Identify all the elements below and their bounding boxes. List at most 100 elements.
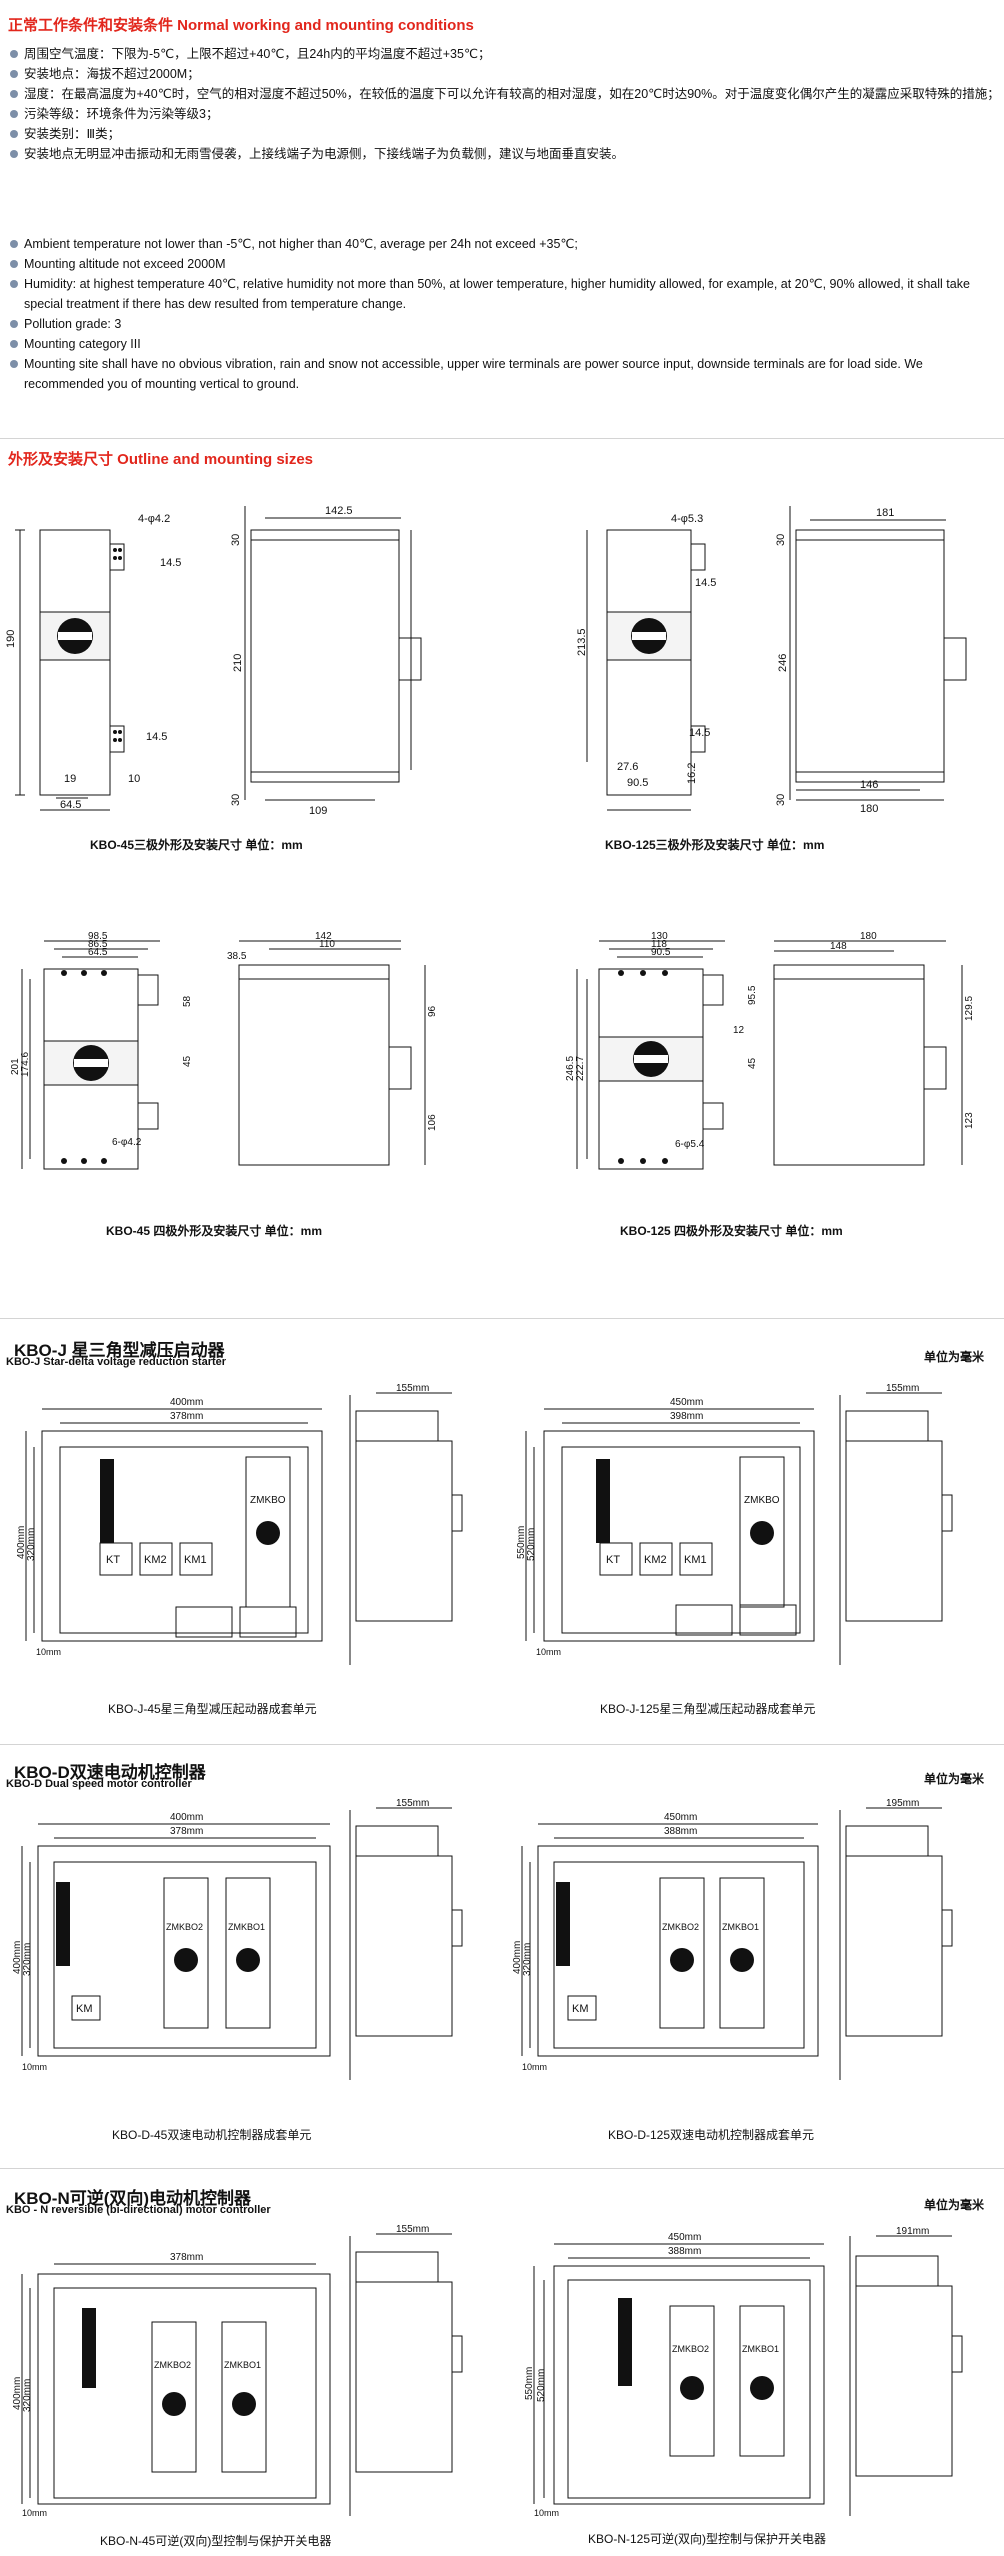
kbo125-4p-side-drawing: 180 148 129.5 123: [773, 931, 975, 1166]
dim-label: 201: [10, 1058, 21, 1075]
contactor-label: KM2: [144, 1554, 167, 1566]
dim-label: 30: [230, 794, 242, 806]
dim-label: 246: [777, 654, 789, 672]
dim-label: 109: [309, 805, 327, 817]
dim-label: 30: [775, 794, 787, 806]
brand-label: ZMKBO1: [742, 2344, 779, 2354]
dim-label: 378mm: [170, 2252, 203, 2263]
contactor-label: KT: [106, 1554, 120, 1566]
dim-label: 378mm: [170, 1411, 203, 1422]
divider: [0, 1318, 1004, 1319]
dim-label: 64.5: [88, 947, 108, 958]
bullet-icon: [10, 50, 18, 58]
dim-label: 195mm: [886, 1798, 919, 1809]
kbod-45-caption: KBO-D-45双速电动机控制器成套单元: [112, 2128, 312, 2142]
contactor-label: KM1: [684, 1554, 707, 1566]
list-item: 安装地点无明显冲击振动和无雨雪侵袭，上接线端子为电源侧，下接线端子为负载侧，建议…: [10, 144, 1000, 164]
dim-label: 520mm: [536, 2369, 547, 2402]
contactor-label: KT: [606, 1554, 620, 1566]
list-item: 安装地点：海拔不超过2000M；: [10, 64, 1000, 84]
kboj-125-panel-drawing: 450mm 398mm 550mm 520mm 10mm 155mm KT KM…: [516, 1383, 953, 1665]
dim-label: 45: [747, 1057, 758, 1069]
kbon-45-panel-drawing: 378mm 400mm 320mm 10mm 155mm ZMKBO2 ZMKB…: [12, 2224, 463, 2518]
dim-label: 14.5: [146, 731, 167, 743]
contactor-label: KM: [572, 2003, 589, 2015]
dim-label: 10: [128, 773, 140, 785]
list-item: Mounting category III: [10, 334, 1000, 354]
list-item: Humidity: at highest temperature 40℃, re…: [10, 274, 1000, 314]
kbod-subtitle: KBO-D Dual speed motor controller: [6, 1778, 192, 1790]
list-item: Pollution grade: 3: [10, 314, 1000, 334]
kboj-subtitle: KBO-J Star-delta voltage reduction start…: [6, 1356, 227, 1368]
bullet-icon: [10, 70, 18, 78]
dim-label: 10mm: [22, 2062, 47, 2072]
kbo45-4p-caption: KBO-45 四极外形及安装尺寸 单位：mm: [106, 1224, 323, 1238]
bullet-icon: [10, 340, 18, 348]
dim-label: 45: [182, 1055, 193, 1067]
kboj-125-caption: KBO-J-125星三角型减压起动器成套单元: [600, 1702, 816, 1716]
brand-label: ZMKBO1: [224, 2360, 261, 2370]
dim-label: 400mm: [16, 1526, 27, 1559]
dim-label: 12: [733, 1025, 745, 1036]
list-item: 湿度：在最高温度为+40℃时，空气的相对湿度不超过50%，在较低的温度下可以允许…: [10, 84, 1000, 104]
bullet-icon: [10, 360, 18, 368]
dim-label: 190: [5, 630, 17, 648]
dim-label: 246.5: [565, 1056, 576, 1081]
dim-label: 155mm: [886, 1383, 919, 1394]
dim-label: 148: [830, 941, 847, 952]
dim-label: 58: [182, 995, 193, 1007]
kbon-45-caption: KBO-N-45可逆(双向)型控制与保护开关电器: [100, 2534, 332, 2548]
dim-label: 98.5: [88, 931, 108, 942]
dim-label: 191mm: [896, 2226, 929, 2237]
dim-label: 30: [230, 534, 242, 546]
contactor-label: KM1: [184, 1554, 207, 1566]
dim-label: 181: [876, 507, 894, 519]
kboj-unit: 单位为毫米: [923, 1350, 984, 1364]
dim-label: 320mm: [26, 1528, 37, 1561]
kbod-title: KBO-D双速电动机控制器: [14, 1763, 206, 1782]
dim-label: 320mm: [22, 2379, 33, 2412]
kbod-unit: 单位为毫米: [923, 1772, 984, 1786]
dim-label: 142: [315, 931, 332, 942]
dim-label: 38.5: [227, 951, 247, 962]
dim-label: 388mm: [668, 2246, 701, 2257]
dim-label: 96: [427, 1005, 438, 1017]
kbo125-3p-front-drawing: 4-φ5.3 213.5 14.5 14.5 27.6 16.2 90.5: [576, 513, 716, 811]
brand-label: ZMKBO2: [672, 2344, 709, 2354]
brand-label: ZMKBO1: [228, 1922, 265, 1932]
dim-label: 30: [775, 534, 787, 546]
kbo45-3p-caption: KBO-45三极外形及安装尺寸 单位：mm: [90, 838, 303, 852]
kboj-45-panel-drawing: 400mm 378mm 400mm 320mm 10mm 155mm KT KM…: [16, 1383, 463, 1665]
brand-label: ZMKBO: [250, 1495, 286, 1506]
dim-label: 450mm: [670, 1397, 703, 1408]
dim-label: 90.5: [627, 777, 648, 789]
dim-label: 400mm: [170, 1397, 203, 1408]
kbo45-4p-front-drawing: 98.5 86.5 64.5 201 174.6 58 45 6-φ4.2: [10, 931, 193, 1170]
dim-label: 210: [232, 654, 244, 672]
dim-label: 180: [860, 803, 878, 815]
kbo45-3p-front-drawing: 4-φ4.2 190 14.5 14.5 19 10 64.5: [5, 513, 181, 811]
dim-label: 320mm: [522, 1943, 533, 1976]
bullet-icon: [10, 90, 18, 98]
kboj-45-caption: KBO-J-45星三角型减压起动器成套单元: [108, 1702, 317, 1716]
dim-label: 450mm: [664, 1812, 697, 1823]
list-item: 周围空气温度：下限为-5℃，上限不超过+40℃，且24h内的平均温度不超过+35…: [10, 44, 1000, 64]
kbo125-3p-side-drawing: 30 181 246 30 146 180: [775, 506, 967, 815]
working-conditions-title: 正常工作条件和安装条件 Normal working and mounting …: [8, 17, 474, 34]
brand-label: ZMKBO1: [722, 1922, 759, 1932]
dim-label: 155mm: [396, 1383, 429, 1394]
list-item: Mounting altitude not exceed 2000M: [10, 254, 1000, 274]
bullet-icon: [10, 110, 18, 118]
dim-label: 400mm: [512, 1941, 523, 1974]
dim-label: 130: [651, 931, 668, 942]
working-conditions-cn-list: 周围空气温度：下限为-5℃，上限不超过+40℃，且24h内的平均温度不超过+35…: [10, 44, 1000, 164]
dim-label: 388mm: [664, 1826, 697, 1837]
dim-label: 110: [319, 939, 335, 950]
outline-title: 外形及安装尺寸 Outline and mounting sizes: [8, 451, 314, 468]
dim-label: 450mm: [668, 2232, 701, 2243]
kbod-125-panel-drawing: 450mm 388mm 400mm 320mm 10mm 195mm KM ZM…: [512, 1798, 953, 2080]
list-item: 安装类别：Ⅲ类；: [10, 124, 1000, 144]
list-item: Ambient temperature not lower than -5℃, …: [10, 234, 1000, 254]
dim-label: 95.5: [747, 985, 758, 1005]
dim-label: 10mm: [522, 2062, 547, 2072]
